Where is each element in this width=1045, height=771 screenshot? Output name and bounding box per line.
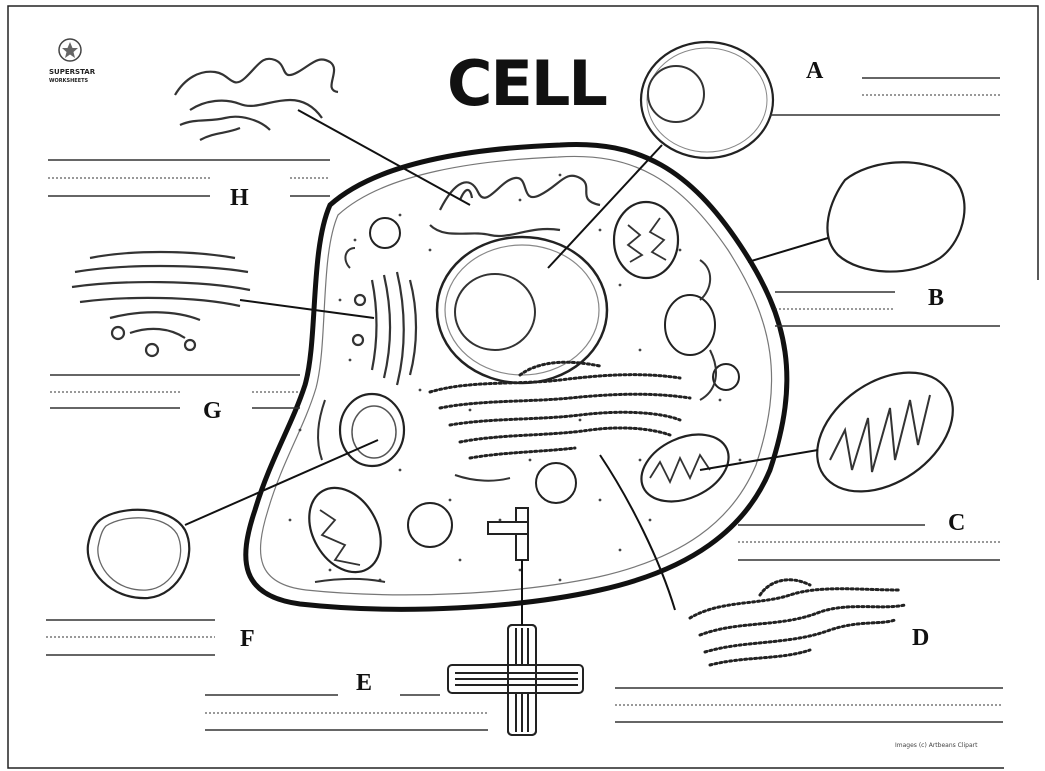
leader-line-b xyxy=(748,238,828,262)
smooth-er-illustration xyxy=(175,59,338,140)
mitochondrion-illustration xyxy=(795,348,975,516)
nucleus-illustration xyxy=(641,42,773,158)
mitochondrion-in-cell-top xyxy=(614,202,678,278)
label-h: H xyxy=(230,185,249,211)
label-g: G xyxy=(203,398,222,424)
label-b: B xyxy=(928,285,944,311)
label-a: A xyxy=(806,58,824,84)
centriole-illustration xyxy=(448,625,583,735)
label-e: E xyxy=(356,670,372,696)
brand-line-1: SUPERSTAR xyxy=(49,68,96,76)
image-credit: Images (c) Artbeans Clipart xyxy=(895,742,978,749)
page-edge-mask xyxy=(1004,280,1044,770)
page-title: CELL xyxy=(447,47,606,120)
rough-er-illustration xyxy=(690,580,905,665)
label-d: D xyxy=(912,625,929,651)
logo-star-shape xyxy=(62,42,78,58)
golgi-illustration xyxy=(72,252,250,356)
cell-membrane-illustration xyxy=(827,162,964,271)
vacuole-illustration xyxy=(88,510,190,598)
superstar-logo: SUPERSTAR WORKSHEETS xyxy=(49,39,96,84)
brand-line-2: WORKSHEETS xyxy=(49,78,89,84)
nucleus xyxy=(437,237,607,383)
label-f: F xyxy=(240,626,255,652)
label-c: C xyxy=(948,510,965,536)
vacuole-in-cell xyxy=(340,394,404,466)
